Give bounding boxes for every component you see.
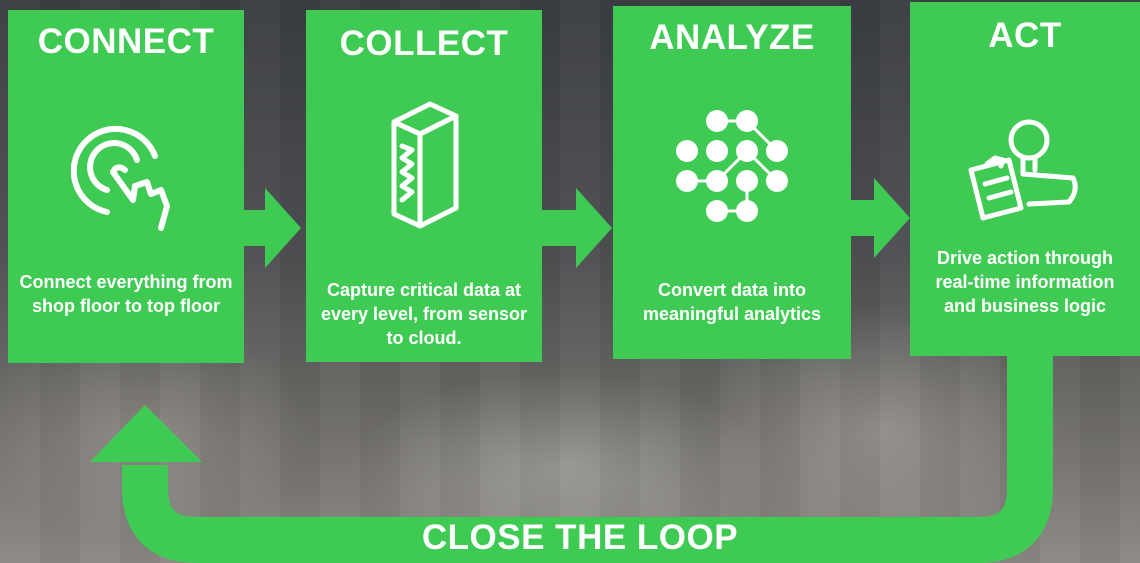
step-card-collect: COLLECT Capture critical data at every l…	[306, 10, 542, 362]
step-card-connect: CONNECT Connect everything from shop flo…	[8, 10, 244, 363]
step-card-analyze: ANALYZE Convert data into meaningful ana…	[613, 6, 851, 359]
data-column-icon	[391, 101, 459, 229]
step-title: CONNECT	[37, 22, 215, 61]
step-arrow-3	[850, 178, 910, 258]
step-description: Connect everything from shop floor to to…	[19, 272, 233, 316]
step-description: Convert data into meaningful analytics	[642, 280, 822, 324]
node-network-icon	[676, 110, 788, 222]
step-arrow-1	[243, 188, 301, 268]
step-title: COLLECT	[339, 24, 509, 63]
step-card-act: ACT Drive action through real-time infor…	[910, 2, 1140, 356]
step-title: ACT	[988, 16, 1062, 55]
step-arrow-2	[542, 188, 612, 268]
touch-tap-icon	[71, 125, 170, 231]
step-title: ANALYZE	[649, 18, 815, 57]
step-description: Drive action through real-time informati…	[935, 248, 1115, 316]
step-description: Capture critical data at every level, fr…	[320, 280, 528, 348]
person-checklist-icon	[968, 119, 1078, 221]
close-loop-label: CLOSE THE LOOP	[421, 518, 739, 557]
